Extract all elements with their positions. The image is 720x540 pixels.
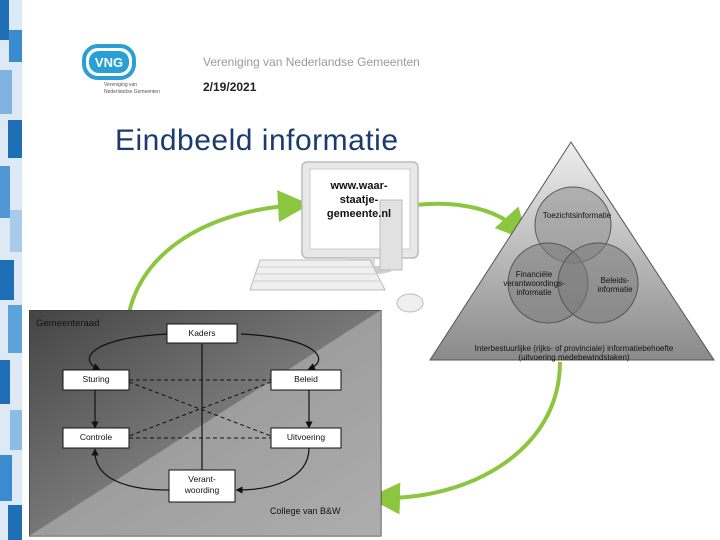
- gemeenteraad-label: Gemeenteraad: [36, 318, 100, 329]
- box-verantwoording: [168, 469, 236, 503]
- box-sturing: [62, 369, 130, 391]
- information-triangle: [429, 141, 715, 361]
- label-uitvoering: Uitvoering: [286, 432, 326, 442]
- circle-beleid: [557, 242, 639, 324]
- computer-illustration: [250, 161, 424, 313]
- arrow-to-gemeenteraad: [368, 361, 562, 515]
- label-controle: Controle: [79, 432, 113, 442]
- label-beleid: Beleid: [294, 374, 318, 384]
- arrow-to-triangle: [414, 201, 529, 241]
- label-toezichtsinformatie: Toezichtsinformatie: [542, 211, 612, 220]
- svg-text:Nederlandse Gemeenten: Nederlandse Gemeenten: [104, 89, 160, 95]
- label-kaders: Kaders: [188, 328, 216, 338]
- label-financiele-informatie: Financiële verantwoordings- informatie: [503, 270, 565, 297]
- vng-logo: VNG Vereniging van Nederlandse Gemeenten: [82, 44, 182, 100]
- left-decorative-stripe: [0, 0, 22, 540]
- box-kaders: [166, 323, 238, 344]
- label-interbestuurlijk: Interbestuurlijke (rijks- of provinciale…: [474, 344, 674, 362]
- mouse: [396, 293, 424, 313]
- label-sturing: Sturing: [82, 374, 110, 384]
- computer-tower: [379, 199, 403, 271]
- svg-text:Vereniging van: Vereniging van: [104, 82, 137, 88]
- box-controle: [62, 427, 130, 449]
- page-title: Eindbeeld informatie: [115, 124, 399, 157]
- college-label: College van B&W: [270, 506, 341, 516]
- label-verantwoording: Verant- woording: [184, 474, 220, 495]
- box-beleid: [270, 369, 342, 391]
- governance-diagram: [29, 310, 382, 537]
- date-label: 2/19/2021: [203, 80, 257, 94]
- box-uitvoering: [270, 427, 342, 449]
- label-beleidsinformatie: Beleids- informatie: [597, 276, 633, 294]
- website-url: www.waar- staatje- gemeente.nl: [326, 180, 392, 220]
- keyboard: [250, 259, 386, 291]
- arrow-to-website: [126, 190, 310, 319]
- organization-name: Vereniging van Nederlandse Gemeenten: [203, 55, 420, 69]
- logo-text: VNG: [95, 55, 123, 70]
